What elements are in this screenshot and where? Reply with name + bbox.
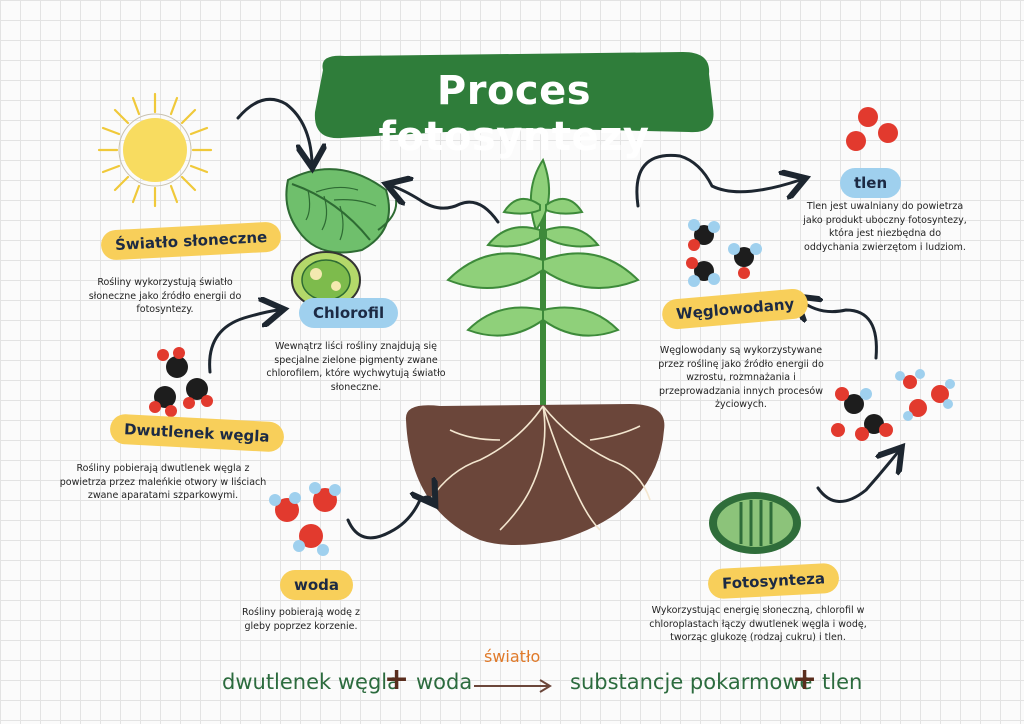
- label-oxygen: tlen: [840, 168, 902, 198]
- chloroplast-icon: [709, 492, 801, 554]
- equation-reactant-1: dwutlenek węgla: [222, 670, 400, 694]
- equation-plus-2: +: [792, 662, 818, 697]
- water-molecules-icon: [269, 482, 341, 556]
- carbon-dioxide-molecules-icon: [149, 347, 213, 417]
- title-banner: Proces fotosyntezy: [305, 48, 723, 160]
- desc-photosynthesis: Wykorzystując energię słoneczną, chlorof…: [649, 605, 867, 643]
- equation-plus-1: +: [384, 662, 410, 697]
- oxygen-molecules-icon: [846, 107, 898, 151]
- carbohydrate-molecules-icon: [686, 219, 762, 287]
- label-chlorophyll: Chlorofil: [299, 298, 399, 328]
- arrow-plant-to-oxygen: [635, 153, 800, 208]
- arrow-molecules-to-carbohydrates: [800, 300, 878, 360]
- plant-icon: [446, 157, 640, 405]
- leaf-chloroplast-icon: [285, 168, 398, 309]
- label-water: woda: [280, 570, 354, 600]
- sun-icon: [97, 92, 213, 208]
- desc-carbon-dioxide: Rośliny pobierają dwutlenek węgla z powi…: [59, 463, 267, 501]
- equation-arrow-head: [539, 679, 552, 693]
- arrow-co2-to-chlorophyll: [208, 310, 278, 374]
- desc-sunlight: Rośliny wykorzystują światło słoneczne j…: [88, 277, 242, 315]
- desc-carbohydrates: Węglowodany są wykorzystywane przez rośl…: [658, 345, 824, 410]
- desc-water: Rośliny pobierają wodę z gleby poprzez k…: [242, 607, 360, 632]
- arrow-photosynthesis-to-products: [816, 452, 898, 503]
- equation-reactant-2: woda: [416, 670, 473, 694]
- product-molecules-icon: [831, 369, 955, 441]
- desc-oxygen: Tlen jest uwalniany do powietrza jako pr…: [803, 201, 967, 253]
- equation-product-1: substancje pokarmowe: [570, 670, 813, 694]
- arrow-water-to-soil: [346, 497, 432, 540]
- equation-product-2: tlen: [822, 670, 863, 694]
- soil-icon: [405, 404, 665, 545]
- desc-chlorophyll: Wewnątrz liści rośliny znajdują się spec…: [266, 341, 446, 393]
- arrow-plant-to-leaf: [392, 186, 500, 224]
- equation-condition: światło: [484, 647, 541, 666]
- title-banner-shape: [314, 52, 714, 139]
- page-title: Proces fotosyntezy: [378, 68, 650, 160]
- arrow-sun-to-leaf: [236, 97, 312, 162]
